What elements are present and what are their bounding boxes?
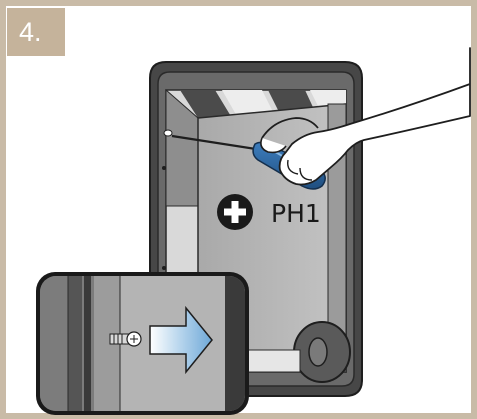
inset-screw-icon bbox=[110, 332, 141, 346]
bit-label: PH1 bbox=[271, 199, 321, 228]
frame-screw bbox=[164, 130, 172, 136]
plus-circle-icon bbox=[217, 194, 253, 230]
detail-inset bbox=[36, 272, 249, 415]
step-number: 4. bbox=[7, 8, 65, 56]
